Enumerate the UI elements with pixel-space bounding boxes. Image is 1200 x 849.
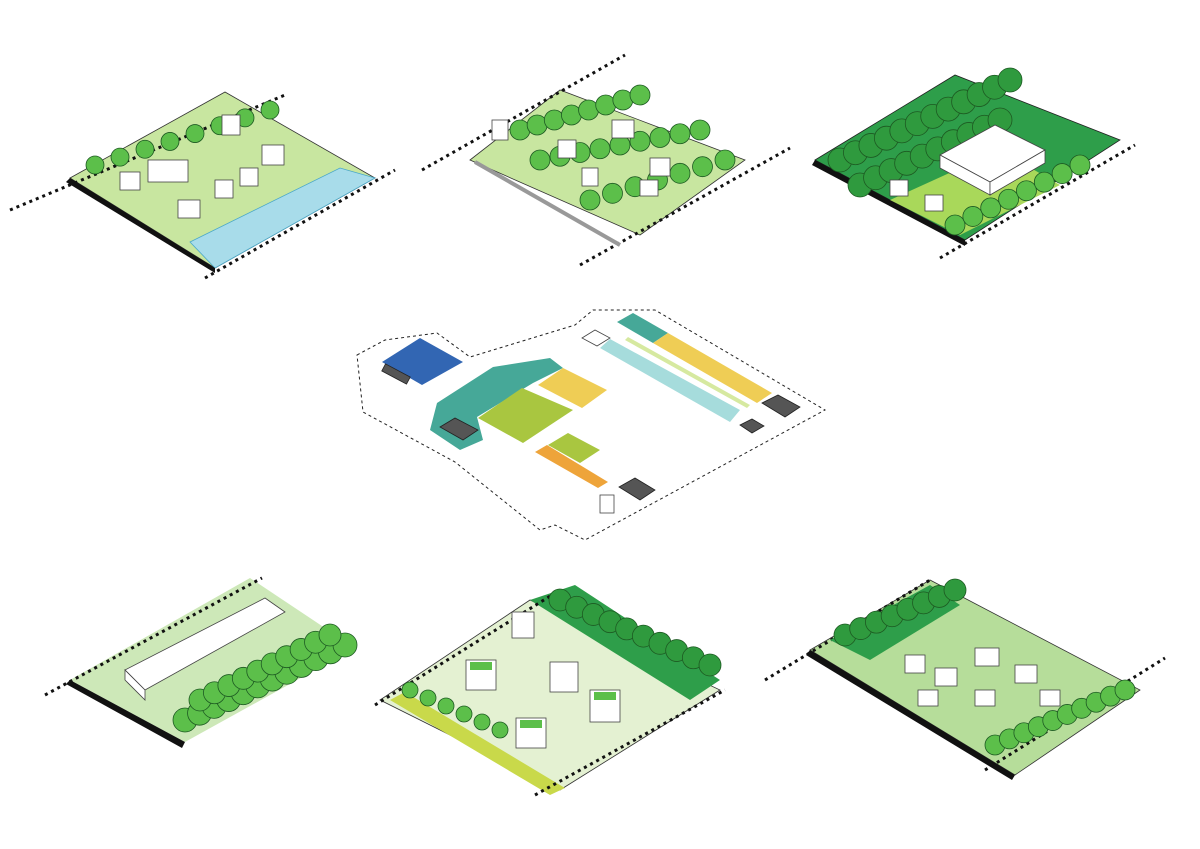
vignette-forest-courtyard	[812, 67, 1136, 260]
vignette-village-cluster	[421, 53, 791, 267]
tree-icon	[629, 84, 651, 106]
tree-icon	[589, 138, 611, 160]
road-line	[44, 576, 263, 697]
master-plan	[356, 309, 827, 541]
tree-icon	[491, 721, 509, 739]
tree-icon	[669, 162, 691, 184]
tree-icon	[689, 119, 711, 141]
zone-lightgreen-strip	[625, 337, 750, 408]
forest	[827, 67, 1023, 173]
vignette-row-building	[44, 576, 358, 748]
tree-row	[85, 100, 280, 175]
tree-icon	[160, 132, 180, 151]
tree-icon	[260, 100, 280, 120]
road-line	[939, 143, 1136, 260]
tree-icon	[998, 188, 1019, 210]
tree-icon	[714, 149, 736, 171]
zone-green	[478, 388, 573, 443]
building-white	[581, 329, 611, 347]
tree-icon	[980, 197, 1002, 219]
tower-white	[599, 494, 615, 514]
water-body	[189, 167, 377, 269]
tree-cluster	[529, 119, 711, 171]
road-edge	[806, 650, 1015, 780]
zone-cyan-strip	[600, 339, 740, 422]
ground-plane	[70, 578, 355, 742]
forest	[944, 154, 1091, 236]
tree-icon	[698, 653, 722, 677]
tree-icon	[997, 67, 1023, 93]
tree-icon	[1114, 679, 1136, 701]
buildings	[491, 119, 671, 197]
tree-icon	[649, 127, 671, 148]
road-line	[579, 146, 791, 267]
tree-icon	[455, 705, 473, 723]
tree-icon	[1051, 163, 1073, 184]
courtyard-building	[889, 124, 1046, 212]
tree-icon	[1016, 180, 1037, 202]
tree-icon	[110, 147, 130, 167]
tree-icon	[1069, 154, 1091, 176]
tree-row	[401, 681, 509, 739]
tree-icon	[1033, 171, 1055, 193]
tree-icon	[579, 189, 601, 211]
tree-icon	[669, 123, 691, 145]
zone-green-small	[548, 433, 600, 463]
ground-plane	[809, 579, 1141, 776]
tree-icon	[629, 130, 651, 152]
road-edge	[66, 680, 185, 748]
tree-icon	[318, 623, 342, 647]
vignette-waterfront-housing	[9, 91, 396, 280]
buildings	[119, 114, 285, 219]
tree-icon	[437, 697, 455, 715]
building-dark	[618, 477, 656, 501]
long-building-side	[124, 669, 146, 701]
tree-row	[188, 623, 342, 712]
tree-icon	[943, 578, 967, 602]
tree-cluster	[509, 84, 651, 141]
tree-icon	[692, 156, 713, 178]
buildings	[465, 611, 621, 749]
tree-icon	[473, 713, 491, 731]
tree-icon	[401, 681, 419, 699]
forest	[847, 107, 1013, 198]
tree-row	[548, 588, 722, 677]
buildings	[904, 647, 1061, 707]
zone-yellow	[538, 368, 607, 408]
forest	[833, 578, 967, 647]
road-edge	[66, 178, 215, 273]
road	[474, 160, 621, 247]
road-line	[534, 688, 726, 797]
tree-icon	[962, 206, 984, 227]
vignette-green-roof-blocks	[374, 585, 726, 797]
tree-icon	[419, 689, 437, 707]
path-strip	[390, 692, 565, 795]
zone-orange	[535, 445, 608, 488]
tree-icon	[944, 214, 966, 236]
vignette-park-housing	[764, 578, 1166, 780]
building-dark	[761, 394, 801, 418]
zone-yellow-strip	[653, 333, 772, 403]
road-line	[204, 168, 396, 280]
building-bar	[381, 363, 411, 385]
tree-row	[984, 679, 1136, 756]
tree-icon	[185, 124, 205, 143]
building-dark	[439, 417, 479, 441]
tree-icon	[602, 182, 623, 204]
tree-icon	[135, 139, 155, 159]
tree-icon	[529, 149, 551, 171]
zone-teal-top	[617, 313, 668, 343]
site-boundary	[356, 309, 827, 541]
tree-icon	[85, 155, 105, 175]
building-dark	[739, 418, 765, 434]
